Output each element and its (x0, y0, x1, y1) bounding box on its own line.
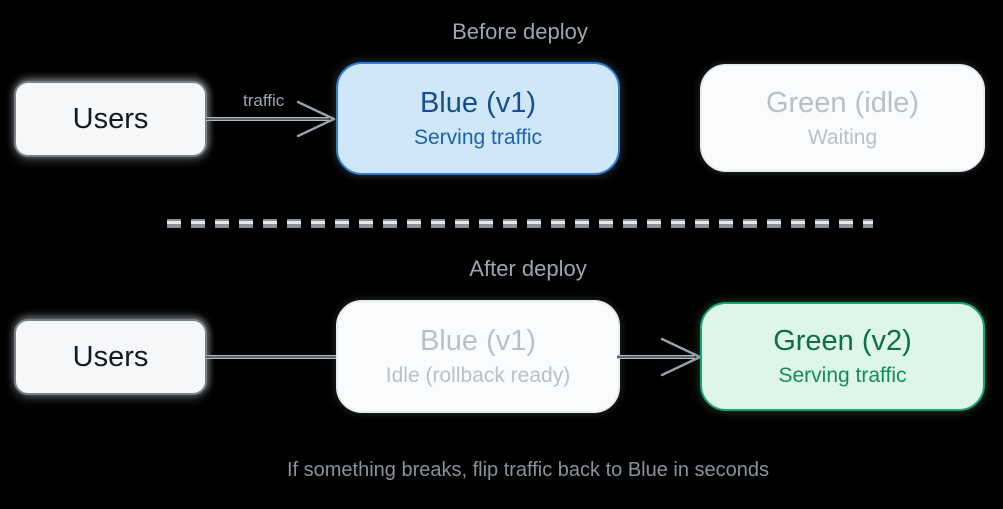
dashed-divider (167, 219, 873, 228)
before-deploy-title: Before deploy (452, 19, 588, 44)
green-idle-title: Green (idle) (765, 86, 920, 119)
switch-arrow-icon (617, 337, 702, 377)
green-idle-status: Waiting (807, 125, 878, 149)
users-label: Users (72, 102, 149, 135)
green-v2-title: Green (v2) (773, 325, 912, 357)
blue-v1-idle-status: Idle (rollback ready) (385, 364, 571, 387)
green-v2-active-node: Green (v2) Serving traffic (700, 302, 985, 411)
after-deploy-title: After deploy (469, 256, 587, 281)
users-node-after: Users (14, 319, 207, 395)
users-to-blue-line (206, 355, 336, 359)
rollback-caption: If something breaks, flip traffic back t… (286, 459, 770, 481)
blue-v1-idle-node: Blue (v1) Idle (rollback ready) (336, 300, 620, 413)
blue-v1-active-node: Blue (v1) Serving traffic (336, 62, 620, 175)
traffic-arrow-icon (206, 100, 336, 138)
blue-v1-title: Blue (v1) (419, 87, 537, 119)
blue-v1-idle-title: Blue (v1) (419, 325, 537, 357)
users-label: Users (72, 340, 149, 373)
blue-v1-status: Serving traffic (414, 126, 542, 149)
green-v2-status: Serving traffic (778, 364, 907, 387)
traffic-arrow-label: traffic (243, 91, 285, 110)
green-idle-node: Green (idle) Waiting (700, 64, 985, 172)
users-node-before: Users (14, 81, 207, 157)
